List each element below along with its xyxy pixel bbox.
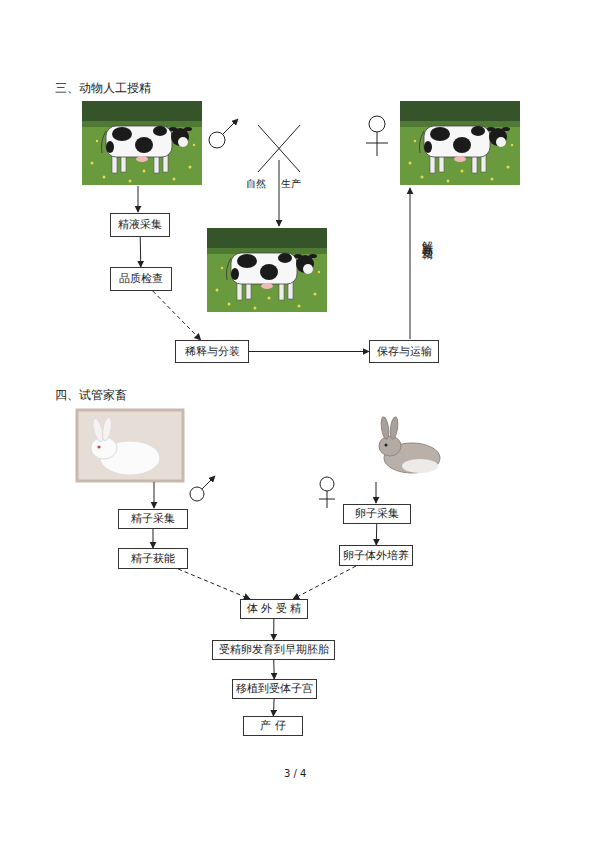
gray-rabbit-photo <box>350 414 457 481</box>
annotation-label: 解冻与受精 <box>419 232 434 242</box>
flow-arrow <box>153 529 154 548</box>
process-box: 卵子体外培养 <box>339 545 413 566</box>
flow-arrow <box>178 569 250 599</box>
flow-arrow <box>140 237 142 267</box>
process-box: 卵子采集 <box>343 504 411 524</box>
annotation-label: 生产 <box>281 177 301 191</box>
bull-photo <box>82 101 202 185</box>
female-symbol <box>366 116 388 156</box>
process-box: 精子采集 <box>118 509 188 529</box>
box-text: 稀释与分装 <box>185 345 240 358</box>
process-box: 移植到受体子宫 <box>232 679 317 699</box>
flow-arrow <box>273 699 275 716</box>
box-text: 精子获能 <box>131 552 175 565</box>
flow-arrow <box>249 351 369 352</box>
arrow-line <box>279 160 280 226</box>
process-box: 精子获能 <box>118 548 188 569</box>
box-text: 精液采集 <box>118 218 162 231</box>
process-box: 精液采集 <box>110 213 170 237</box>
cow-photo <box>400 101 520 185</box>
box-text: 卵子体外培养 <box>343 549 409 562</box>
white-rabbit-photo <box>77 410 183 481</box>
flow-arrow <box>273 660 274 679</box>
arrow-line <box>154 482 155 508</box>
arrow-line <box>138 186 139 212</box>
male-symbol <box>209 119 238 148</box>
annotation-label: 自然 <box>246 177 266 191</box>
box-text: 品质检查 <box>119 272 163 285</box>
process-box: 稀释与分装 <box>175 340 249 363</box>
box-text: 体 外 受 精 <box>247 602 302 615</box>
process-box: 受精卵发育到早期胚胎 <box>212 640 335 660</box>
offspring-cow-photo <box>207 228 327 312</box>
process-box: 产 仔 <box>243 716 303 736</box>
flow-arrow <box>273 619 274 640</box>
female-symbol <box>319 477 335 508</box>
process-box: 体 外 受 精 <box>240 599 308 619</box>
flow-arrow <box>153 291 201 340</box>
page-number: 3 / 4 <box>284 768 306 779</box>
flow-arrow <box>293 566 356 599</box>
box-text: 卵子采集 <box>355 507 399 520</box>
arrow-line <box>410 188 411 339</box>
box-text: 移植到受体子宫 <box>236 682 313 695</box>
section-heading: 三、动物人工授精 <box>55 80 151 97</box>
male-symbol <box>190 476 215 501</box>
flow-arrow <box>376 524 378 545</box>
process-box: 品质检查 <box>110 267 172 291</box>
box-text: 保存与运输 <box>377 345 432 358</box>
process-box: 保存与运输 <box>369 340 439 363</box>
box-text: 受精卵发育到早期胚胎 <box>219 643 329 656</box>
section-heading: 四、试管家畜 <box>55 387 127 404</box>
box-text: 产 仔 <box>260 719 286 732</box>
box-text: 精子采集 <box>131 512 175 525</box>
arrow-line <box>376 482 377 503</box>
